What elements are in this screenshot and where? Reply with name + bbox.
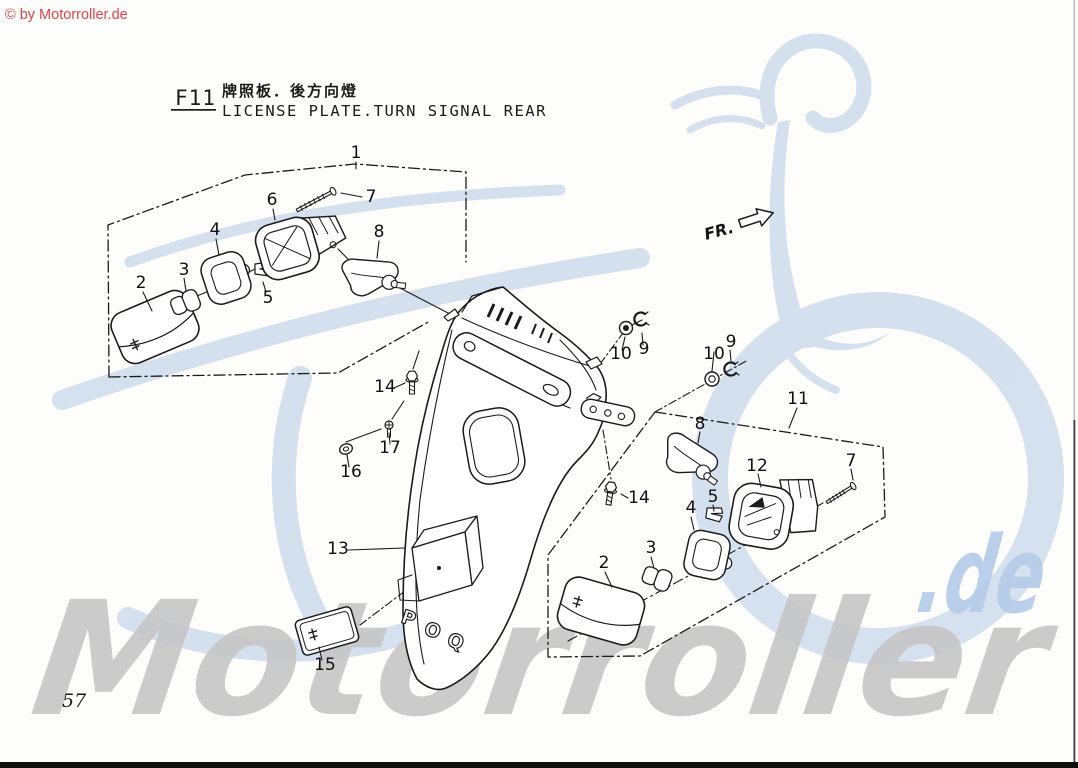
part-label-14-right: 14: [628, 488, 650, 508]
fender-opening: [462, 407, 526, 485]
part-label-4-right: 4: [686, 498, 697, 518]
part-label-11: 11: [787, 389, 809, 409]
part-label-8-right: 8: [695, 414, 706, 434]
grommet-10-right: [704, 371, 720, 387]
reflector-15: [294, 606, 360, 656]
part-label-1: 1: [351, 143, 362, 163]
housing-6-left: [254, 215, 347, 281]
group-11-box: [547, 411, 886, 658]
washer-16: [338, 443, 354, 455]
clip-9-right: [723, 361, 740, 377]
turn-signal-assembly-left: [110, 186, 407, 365]
screw-7-right: [825, 481, 857, 505]
housing-12-right: [728, 478, 819, 550]
title-block: F11 牌照板．後方向燈 LICENSE PLATE.TURN SIGNAL R…: [171, 82, 547, 120]
fasteners: [338, 311, 740, 506]
fr-arrow-icon: [737, 208, 774, 229]
page-number: 57: [62, 690, 87, 712]
part-label-5-left: 5: [263, 288, 274, 308]
part-label-8-left: 8: [374, 222, 385, 242]
fender-tab-right: [585, 356, 603, 370]
part-label-4-left: 4: [210, 220, 221, 240]
screw-7-left: [295, 186, 337, 213]
fender-vent-slots: [486, 303, 553, 344]
part-label-2-right: 2: [599, 553, 610, 573]
part-label-3-right: 3: [646, 538, 657, 558]
watermark-main-text: Motorroller: [23, 569, 1067, 752]
bolt-14-right: [603, 481, 618, 506]
part-label-13: 13: [327, 539, 349, 559]
title-english: LICENSE PLATE.TURN SIGNAL REAR: [222, 102, 547, 120]
bolt-14-left: [405, 370, 419, 395]
part-label-17: 17: [379, 438, 401, 458]
license-plate-arm: [452, 332, 572, 407]
section-code-underline: [171, 109, 216, 111]
watermark-suffix-text: .de: [910, 514, 1053, 637]
gasket-4-left: [200, 251, 252, 305]
clip-9-left: [633, 311, 650, 327]
fr-label: FR.: [702, 218, 736, 244]
section-code: F11: [175, 86, 216, 110]
part-label-16: 16: [340, 462, 362, 482]
part-label-10-right: 10: [703, 344, 725, 364]
lens-2-right: [556, 576, 646, 646]
part-label-3-left: 3: [179, 260, 190, 280]
fender-letter-Q: Q: [444, 629, 466, 655]
part-label-7-right: 7: [846, 451, 857, 471]
turn-signal-assembly-right: [556, 432, 857, 646]
title-chinese: 牌照板．後方向燈: [222, 82, 358, 100]
stay-8-left: [341, 258, 407, 297]
part-label-9-left: 9: [639, 339, 650, 359]
part-label-2-left: 2: [136, 273, 147, 293]
nut-10-left: [618, 320, 634, 336]
part-label-5-right: 5: [708, 487, 719, 507]
part-label-9-right: 9: [726, 332, 737, 352]
part-label-12: 12: [746, 456, 768, 476]
clip-5-right: [705, 507, 724, 523]
stay-8-right: [665, 432, 719, 486]
fender-tab-left: [443, 308, 460, 322]
scan-border-right-bottom: [1073, 420, 1076, 768]
fender-letter-O: O: [421, 618, 443, 644]
fender-bracket: [580, 392, 636, 427]
bulb-3-right: [641, 566, 673, 592]
gasket-4-right: [683, 529, 733, 581]
part-label-6: 6: [267, 190, 278, 210]
part-label-10-left: 10: [610, 344, 632, 364]
copyright-notice: © by Motorroller.de: [5, 7, 128, 23]
part-label-15: 15: [314, 655, 336, 675]
scan-border-bottom: [0, 762, 1078, 768]
scan-border-right-top: [1073, 0, 1076, 420]
group-1-box: [107, 163, 467, 378]
group-1-box-bottom: [108, 320, 431, 378]
label-leader-lines: [142, 161, 854, 661]
lens-emblem: [129, 338, 140, 351]
lens-emblem: [572, 595, 583, 608]
plate-emblem: [308, 628, 318, 641]
assembly-group-boxes: [107, 163, 886, 658]
fender-emboss: [397, 515, 484, 602]
direction-indicator: FR.: [702, 208, 774, 244]
part-label-14-left: 14: [374, 377, 396, 397]
bulb-3-left: [169, 289, 202, 316]
part-label-7-left: 7: [366, 187, 377, 207]
